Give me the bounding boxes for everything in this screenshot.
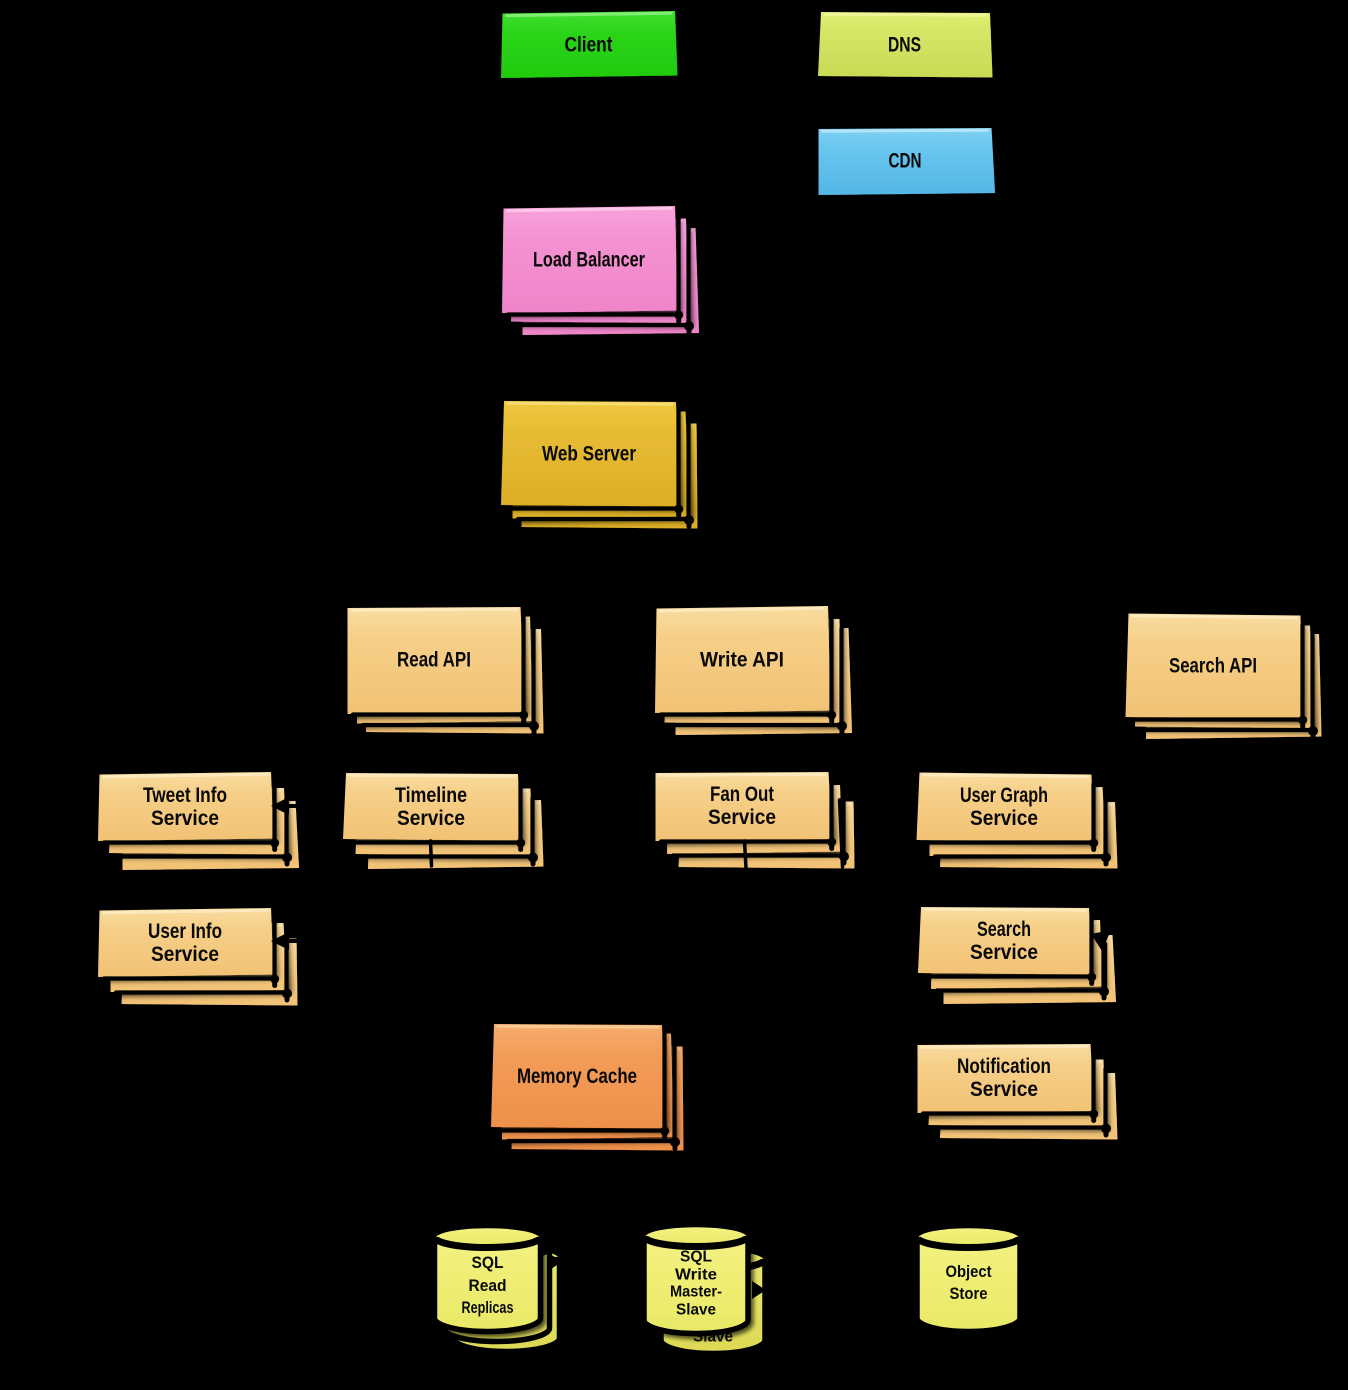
svg-text:Slave: Slave (676, 1302, 716, 1319)
svg-text:Read: Read (469, 1277, 507, 1295)
svg-text:Search: Search (977, 918, 1031, 941)
svg-text:Service: Service (970, 1078, 1038, 1101)
svg-text:Store: Store (950, 1285, 988, 1303)
svg-text:User Graph: User Graph (960, 784, 1048, 807)
svg-text:Object: Object (946, 1263, 992, 1281)
svg-text:Write: Write (675, 1267, 717, 1284)
svg-text:SQL: SQL (680, 1249, 712, 1266)
svg-text:Web Server: Web Server (542, 443, 636, 466)
svg-text:Read API: Read API (397, 649, 471, 672)
svg-text:SQL: SQL (472, 1254, 504, 1272)
svg-text:Memory Cache: Memory Cache (517, 1065, 637, 1088)
svg-text:Load Balancer: Load Balancer (533, 249, 645, 272)
svg-text:Service: Service (151, 807, 219, 830)
svg-text:CDN: CDN (889, 150, 922, 173)
svg-text:Search API: Search API (1169, 655, 1257, 678)
svg-text:Notification: Notification (957, 1055, 1051, 1078)
svg-text:Fan Out: Fan Out (710, 783, 774, 806)
svg-text:Write API: Write API (700, 649, 784, 672)
svg-text:Service: Service (708, 806, 776, 829)
svg-text:Client: Client (565, 34, 613, 57)
svg-text:Master-: Master- (670, 1284, 722, 1301)
svg-text:Tweet Info: Tweet Info (143, 784, 227, 807)
svg-text:Service: Service (397, 807, 465, 830)
svg-text:DNS: DNS (888, 34, 921, 57)
svg-text:Service: Service (970, 941, 1038, 964)
svg-text:Timeline: Timeline (395, 784, 467, 807)
svg-text:User Info: User Info (148, 920, 222, 943)
svg-text:Replicas: Replicas (462, 1299, 514, 1317)
svg-text:Service: Service (151, 943, 219, 966)
svg-text:Service: Service (970, 807, 1038, 830)
